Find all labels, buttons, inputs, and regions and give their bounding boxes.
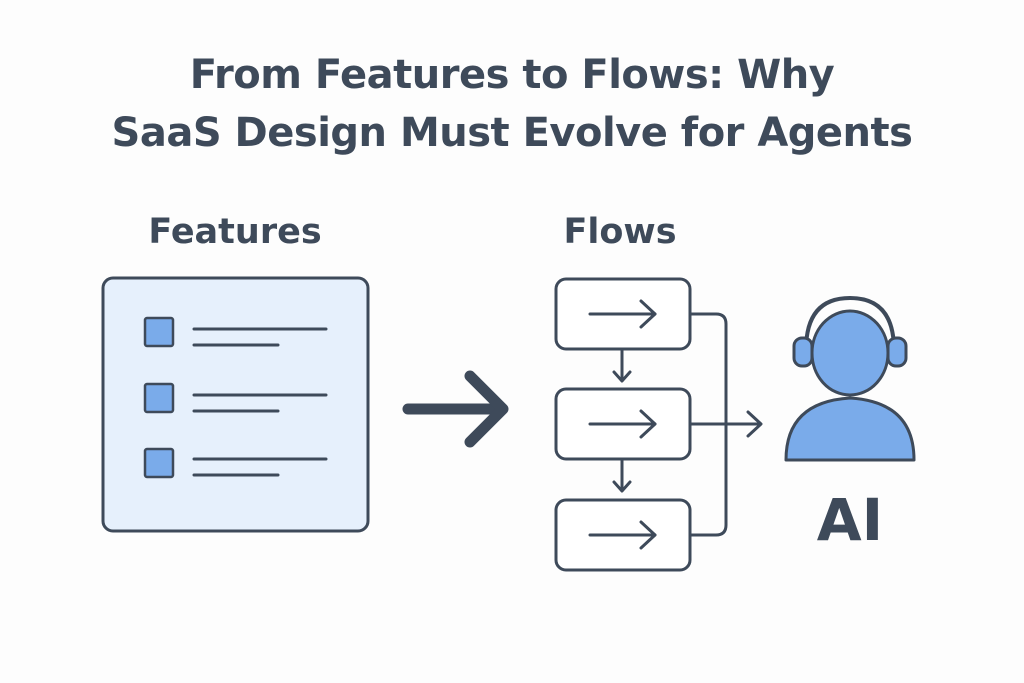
flow-step (554, 277, 692, 351)
arrow-down-icon (612, 458, 632, 493)
checkbox-icon (143, 447, 175, 479)
feature-item (143, 382, 328, 414)
checkbox-icon (143, 382, 175, 414)
feature-item (143, 316, 328, 348)
features-heading: Features (148, 212, 322, 252)
features-panel (101, 276, 370, 533)
arrow-right-icon (588, 299, 657, 329)
flows-heading: Flows (563, 212, 677, 252)
title-line-1: From Features to Flows: Why (189, 52, 835, 98)
flow-steps (554, 277, 763, 572)
checkbox-icon (143, 316, 175, 348)
title-line-2: SaaS Design Must Evolve for Agents (111, 110, 913, 156)
arrow-down-icon (612, 348, 632, 383)
ai-label: AI (816, 486, 884, 554)
feature-item (143, 447, 328, 479)
headset-person-icon (784, 295, 916, 462)
flow-step (554, 498, 692, 572)
page-title: From Features to Flows: Why SaaS Design … (0, 46, 1024, 162)
flow-step (554, 387, 692, 461)
transition-arrow-icon (402, 370, 509, 448)
arrow-right-icon (588, 520, 657, 550)
arrow-right-icon (588, 409, 657, 439)
merge-connector (688, 312, 763, 537)
